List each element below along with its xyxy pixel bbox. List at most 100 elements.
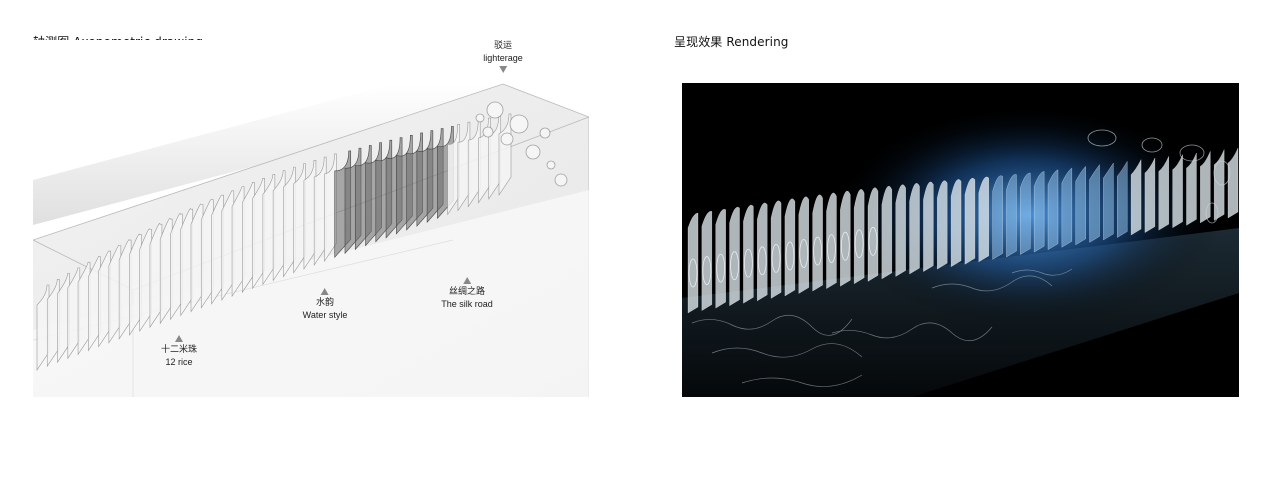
- fin-panel: [36, 284, 50, 371]
- render-fin-panel: [992, 175, 1003, 260]
- fin-panel: [221, 190, 235, 301]
- render-fin-panel: [1172, 154, 1183, 229]
- fin-panel: [139, 228, 152, 333]
- marker-rice: 十二米珠 12 rice: [161, 335, 197, 368]
- rice-label-cn: 十二米珠: [160, 345, 198, 355]
- fin-panel: [57, 273, 70, 364]
- render-fin-panel: [812, 194, 823, 292]
- fin-panel: [149, 223, 163, 329]
- render-fin-panel: [923, 181, 934, 273]
- fin-panel: [447, 123, 460, 216]
- marker-down-triangle-icon: [499, 66, 507, 73]
- render-fin-panel: [1200, 151, 1211, 224]
- render-fin-panel: [770, 200, 782, 299]
- render-fin-panel: [798, 196, 810, 294]
- render-fin-panel: [909, 183, 920, 275]
- render-fin-panel: [867, 187, 879, 282]
- render-fin-panel: [1047, 169, 1059, 251]
- silk-road-label-cn: 丝绸之路: [448, 287, 485, 297]
- rice-label-en: 12 rice: [165, 357, 193, 367]
- render-ring: [757, 246, 767, 276]
- fin-panel: [170, 213, 183, 321]
- render-fin-panel: [1033, 171, 1045, 253]
- render-ring: [854, 229, 864, 259]
- fin-panel: [88, 256, 101, 352]
- render-fin-panel: [715, 208, 726, 309]
- render-ring: [827, 234, 836, 264]
- render-fin-panel: [895, 184, 906, 277]
- render-fin-panel: [950, 179, 962, 268]
- fin-panel: [211, 194, 224, 305]
- render-fin-panel: [1103, 162, 1114, 241]
- render-fin-panel: [964, 177, 976, 265]
- render-fin-panel: [1144, 157, 1156, 234]
- fin-panel: [324, 153, 337, 263]
- marker-lighterage: 驳运 lighterage: [483, 40, 523, 73]
- water-style-label-en: Water style: [302, 310, 348, 320]
- fin-panel: [242, 182, 255, 294]
- render-fin-array: [687, 147, 1239, 314]
- render-ring: [702, 256, 712, 285]
- render-fin-panel: [784, 198, 796, 297]
- render-fin-panel: [1130, 159, 1142, 236]
- fin-panel: [252, 178, 265, 290]
- render-ring: [785, 241, 795, 271]
- render-fin-panel: [756, 202, 768, 302]
- fin-panel: [293, 163, 306, 274]
- fin-panel: [98, 250, 111, 348]
- render-ring: [688, 258, 698, 288]
- render-fin-panel: [701, 210, 713, 312]
- render-ring: [799, 239, 809, 268]
- fin-panel: [272, 170, 286, 282]
- axonometric-drawing: [33, 40, 589, 397]
- marker-up-triangle-icon: [463, 277, 471, 284]
- render-fin-panel: [1061, 167, 1073, 248]
- render-fin-panel: [1227, 147, 1239, 219]
- render-fin-panel: [1213, 149, 1225, 221]
- marker-up-triangle-icon: [174, 335, 183, 342]
- fin-panel: [129, 233, 142, 336]
- render-ring: [716, 253, 726, 283]
- fin-panel: [457, 121, 471, 212]
- render-fin-panel: [1006, 174, 1017, 258]
- render-ring: [868, 226, 878, 256]
- render-ring: [730, 251, 739, 281]
- marker-silk-road: 丝绸之路 The silk road: [441, 277, 493, 310]
- render-fin-panel: [826, 192, 837, 290]
- render-fin-panel: [1186, 152, 1197, 226]
- marker-water-style: 水韵 Water style: [302, 288, 348, 321]
- render-fin-panel: [978, 176, 990, 263]
- marker-up-triangle-icon: [321, 288, 329, 295]
- silk-road-label-en: The silk road: [441, 299, 493, 309]
- fin-panel: [77, 261, 91, 356]
- render-ring: [813, 236, 823, 266]
- render-ring: [771, 243, 781, 273]
- render-ring: [840, 231, 850, 261]
- render-fin-panel: [881, 185, 893, 280]
- render-fin-panel: [729, 206, 740, 307]
- render-fin-panel: [1020, 172, 1031, 255]
- render-fin-panel: [1116, 160, 1128, 238]
- lighterage-label-cn: 驳运: [493, 41, 512, 51]
- fin-array: [36, 113, 512, 371]
- fin-panel: [200, 199, 214, 309]
- fin-panel: [180, 208, 194, 317]
- fin-panel: [313, 156, 327, 266]
- lighterage-label-en: lighterage: [483, 53, 523, 63]
- fin-panel: [159, 217, 173, 325]
- fin-panel: [231, 186, 245, 298]
- render-fin-panel: [1089, 163, 1100, 243]
- fin-panel: [67, 267, 81, 360]
- render-fin-panel: [743, 204, 754, 304]
- water-style-label-cn: 水韵: [315, 298, 334, 308]
- render-fin-panel: [1158, 156, 1170, 231]
- fin-panel: [118, 239, 132, 340]
- fin-panel: [108, 245, 122, 344]
- fin-panel: [46, 278, 60, 368]
- render-fin-panel: [687, 212, 699, 314]
- rendering-title: 呈现效果 Rendering: [674, 35, 789, 49]
- render-fin-panel: [1075, 165, 1086, 246]
- rendering-image: [682, 83, 1239, 397]
- render-fin-panel: [840, 190, 851, 287]
- fin-panel: [262, 174, 276, 286]
